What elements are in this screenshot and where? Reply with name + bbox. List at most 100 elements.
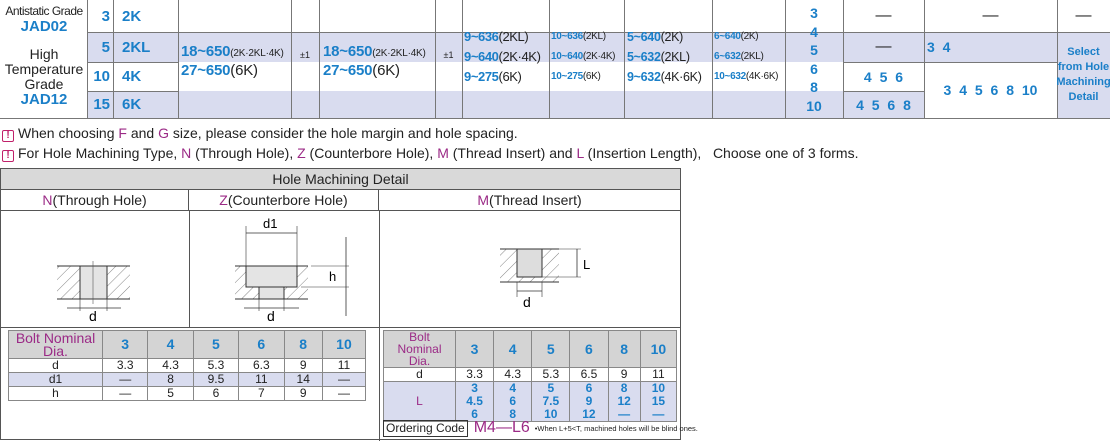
through-hole-drawing: d bbox=[57, 261, 130, 324]
key: h bbox=[8, 386, 103, 401]
note-2: !For Hole Machining Type, N (Through Hol… bbox=[2, 143, 858, 163]
d-label: d bbox=[89, 308, 97, 324]
v: 12 bbox=[617, 394, 631, 408]
note: (2KL) bbox=[582, 31, 606, 42]
text: and bbox=[126, 125, 159, 141]
bolt-sizes: 3 4 5 6 8 10 bbox=[785, 4, 843, 115]
thickness: 10 bbox=[93, 68, 110, 85]
range: 10~632 bbox=[714, 71, 746, 82]
col: 8 bbox=[283, 330, 323, 359]
range: 5~632 bbox=[627, 50, 661, 64]
v: 6 bbox=[471, 407, 478, 421]
z-sizes: — bbox=[982, 7, 999, 24]
v: 12 bbox=[582, 407, 596, 421]
L-label: L bbox=[583, 257, 590, 272]
text: Z bbox=[297, 145, 306, 161]
val: — bbox=[101, 372, 149, 387]
val: — bbox=[101, 386, 149, 401]
header-label: Bolt Nominal Dia. bbox=[383, 330, 456, 368]
thickness: 15 bbox=[93, 96, 110, 113]
tab-counterbore-hole: Z(Counterbore Hole) bbox=[189, 190, 379, 211]
text: M bbox=[437, 145, 449, 161]
detail-title: Hole Machining Detail bbox=[1, 169, 680, 190]
col: 3 bbox=[454, 330, 495, 368]
v: 8 bbox=[509, 407, 517, 421]
range-a: 18~650(2K·2KL·4K) 27~650(6K) bbox=[181, 43, 284, 79]
note: (6K) bbox=[230, 62, 258, 79]
col: 6 bbox=[569, 330, 609, 368]
note: (4K·6K) bbox=[745, 71, 779, 82]
range-b: 18~650(2K·2KL·4K) 27~650(6K) bbox=[323, 43, 426, 79]
d1-label: d1 bbox=[263, 216, 277, 231]
col: 4 bbox=[493, 330, 533, 368]
val: 11 bbox=[321, 358, 367, 373]
ordering-note: •When L+5<T, machined holes will be blin… bbox=[534, 423, 698, 433]
v: 9 bbox=[585, 394, 593, 408]
n-sizes: 4 5 6 bbox=[863, 68, 904, 85]
note: (2K·2KL·4K) bbox=[372, 48, 426, 59]
range: 10~640 bbox=[551, 51, 583, 62]
val: 5.3 bbox=[192, 358, 240, 373]
val: 14 bbox=[283, 372, 323, 387]
d-label: d bbox=[523, 294, 531, 310]
range: 27~650 bbox=[181, 62, 231, 79]
val: 8 bbox=[147, 372, 194, 387]
v: 4.5 bbox=[466, 394, 483, 408]
v: 3 bbox=[471, 381, 478, 395]
note: (2K·4K) bbox=[582, 51, 616, 62]
grade-label: Antistatic Grade bbox=[5, 4, 83, 18]
val: — bbox=[321, 386, 367, 401]
range-f: 6~640(2K) 6~632(2KL) 10~632(4K·6K) bbox=[714, 27, 779, 87]
v: 10 bbox=[651, 381, 666, 395]
note: (2K) bbox=[660, 30, 684, 44]
range: 27~650 bbox=[323, 62, 373, 79]
thread-insert-drawing: L d bbox=[500, 248, 590, 310]
h-label: h bbox=[329, 269, 336, 284]
v: — bbox=[618, 407, 631, 421]
key: L bbox=[383, 381, 456, 422]
name: (Thread Insert) bbox=[489, 192, 582, 208]
text: L bbox=[576, 145, 584, 161]
range: 6~632 bbox=[714, 51, 741, 62]
v: 6 bbox=[509, 394, 517, 408]
range: 9~275 bbox=[464, 69, 499, 84]
note: (4K·6K) bbox=[660, 70, 702, 84]
val: 9 bbox=[607, 367, 641, 382]
type: 2K bbox=[122, 7, 142, 25]
header-label: Bolt Nominal Dia. bbox=[8, 330, 103, 359]
val: 11 bbox=[238, 372, 285, 387]
grade-code: JAD12 bbox=[20, 91, 68, 108]
text: (Counterbore Hole), bbox=[305, 145, 438, 161]
range: 10~275 bbox=[551, 71, 583, 82]
name: (Counterbore Hole) bbox=[227, 192, 348, 208]
v: 7.5 bbox=[542, 394, 560, 408]
text: G bbox=[158, 125, 169, 141]
hole-drawings: d d1 h d L d bbox=[57, 216, 590, 324]
thickness: 5 bbox=[101, 38, 110, 56]
val: — bbox=[321, 372, 367, 387]
range-d: 10~636(2KL) 10~640(2K·4K) 10~275(6K) bbox=[551, 27, 616, 87]
val: 3.3 bbox=[101, 358, 149, 373]
notes: !When choosing F and G size, please cons… bbox=[2, 123, 858, 163]
val: 6.5 bbox=[569, 367, 609, 382]
range-e: 5~640(2K) 5~632(2KL) 9~632(4K·6K) bbox=[627, 27, 702, 87]
v: 8 bbox=[620, 381, 628, 395]
v: 10 bbox=[544, 407, 558, 421]
n-sizes: 4 5 6 8 bbox=[856, 96, 911, 113]
thickness: 3 bbox=[101, 7, 110, 25]
text: (Insertion Length), Choose one of 3 form… bbox=[583, 145, 859, 161]
col: 8 bbox=[607, 330, 641, 368]
note: (2K·4K) bbox=[498, 49, 541, 64]
key: d bbox=[8, 358, 103, 373]
ordering-code: M4—L6 bbox=[473, 419, 530, 436]
z-sizes: 3 4 5 6 8 10 bbox=[943, 82, 1038, 98]
tolerance-b: ±1 bbox=[443, 50, 454, 60]
grade-antistatic: Antistatic Grade JAD02 bbox=[1, 4, 87, 34]
